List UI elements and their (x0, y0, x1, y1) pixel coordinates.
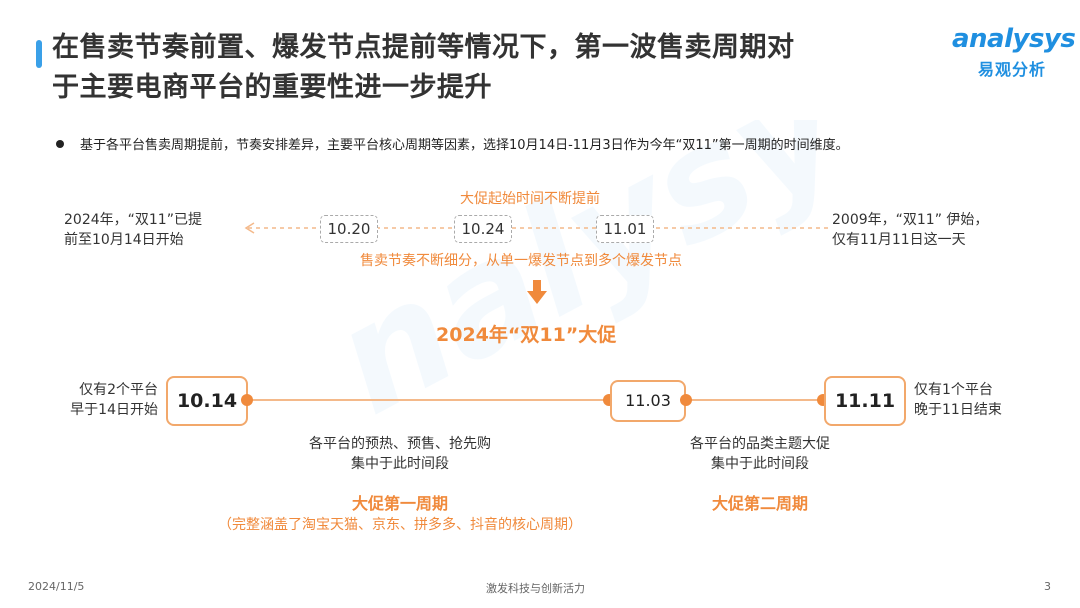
phase2-desc: 各平台的品类主题大促 集中于此时间段 (660, 434, 860, 474)
phase1-desc-line1: 各平台的预热、预售、抢先购 (309, 436, 491, 452)
left-note-line2: 早于14日开始 (70, 402, 158, 418)
watermark-logo: nalysys (307, 120, 840, 449)
history-date-box: 10.24 (454, 215, 512, 243)
phase1-desc: 各平台的预热、预售、抢先购 集中于此时间段 (280, 434, 520, 474)
history-right-note-line2: 仅有11月11日这一天 (832, 232, 966, 248)
history-right-note-line1: 2009年，“双11” 伊始， (832, 212, 989, 228)
history-left-note-line2: 前至10月14日开始 (64, 232, 184, 248)
history-date-box: 10.20 (320, 215, 378, 243)
timeline-line (244, 399, 826, 401)
title-accent-bar (36, 40, 42, 68)
down-arrow-icon (527, 280, 547, 304)
right-note-line2: 晚于11日结束 (914, 402, 1002, 418)
timeline-dot (680, 394, 692, 406)
start-date-box: 10.14 (166, 376, 248, 426)
page-title-line1: 在售卖节奏前置、爆发节点提前等情况下，第一波售卖周期对 (52, 32, 795, 63)
mid-date-box: 11.03 (610, 380, 686, 422)
right-note: 仅有1个平台 晚于11日结束 (914, 380, 1002, 420)
page-title-line2: 于主要电商平台的重要性进一步提升 (52, 72, 492, 103)
bullet-icon (56, 140, 64, 148)
footer-slogan: 激发科技与创新活力 (486, 582, 585, 595)
phase1-subtitle: （完整涵盖了淘宝天猫、京东、拼多多、抖音的核心周期） (218, 517, 582, 533)
history-date-box: 11.01 (596, 215, 654, 243)
left-note: 仅有2个平台 早于14日开始 (64, 380, 158, 420)
event-title: 2024年“双11”大促 (436, 324, 617, 346)
history-right-note: 2009年，“双11” 伊始， 仅有11月11日这一天 (832, 210, 988, 250)
footer-date: 2024/11/5 (28, 580, 85, 593)
left-note-line1: 仅有2个平台 (79, 382, 158, 398)
brand-logo: analysys (952, 24, 1076, 54)
end-date-box: 11.11 (824, 376, 906, 426)
history-left-note: 2024年，“双11”已提 前至10月14日开始 (64, 210, 202, 250)
history-top-label: 大促起始时间不断提前 (460, 191, 600, 207)
history-bottom-label: 售卖节奏不断细分，从单一爆发节点到多个爆发节点 (360, 253, 682, 269)
phase2-title: 大促第二周期 (711, 494, 808, 513)
bullet-text: 基于各平台售卖周期提前，节奏安排差异，主要平台核心周期等因素，选择10月14日-… (80, 138, 849, 153)
phase1-desc-line2: 集中于此时间段 (351, 456, 449, 472)
right-note-line1: 仅有1个平台 (914, 382, 993, 398)
phase1-title: 大促第一周期 (351, 494, 448, 513)
page-title: 在售卖节奏前置、爆发节点提前等情况下，第一波售卖周期对 于主要电商平台的重要性进… (52, 28, 932, 108)
phase2-desc-line2: 集中于此时间段 (711, 456, 809, 472)
timeline-dot (241, 394, 253, 406)
phase2-desc-line1: 各平台的品类主题大促 (690, 436, 830, 452)
brand-logo-cn: 易观分析 (978, 60, 1047, 79)
history-left-note-line1: 2024年，“双11”已提 (64, 212, 202, 228)
page-number: 3 (1044, 580, 1051, 593)
